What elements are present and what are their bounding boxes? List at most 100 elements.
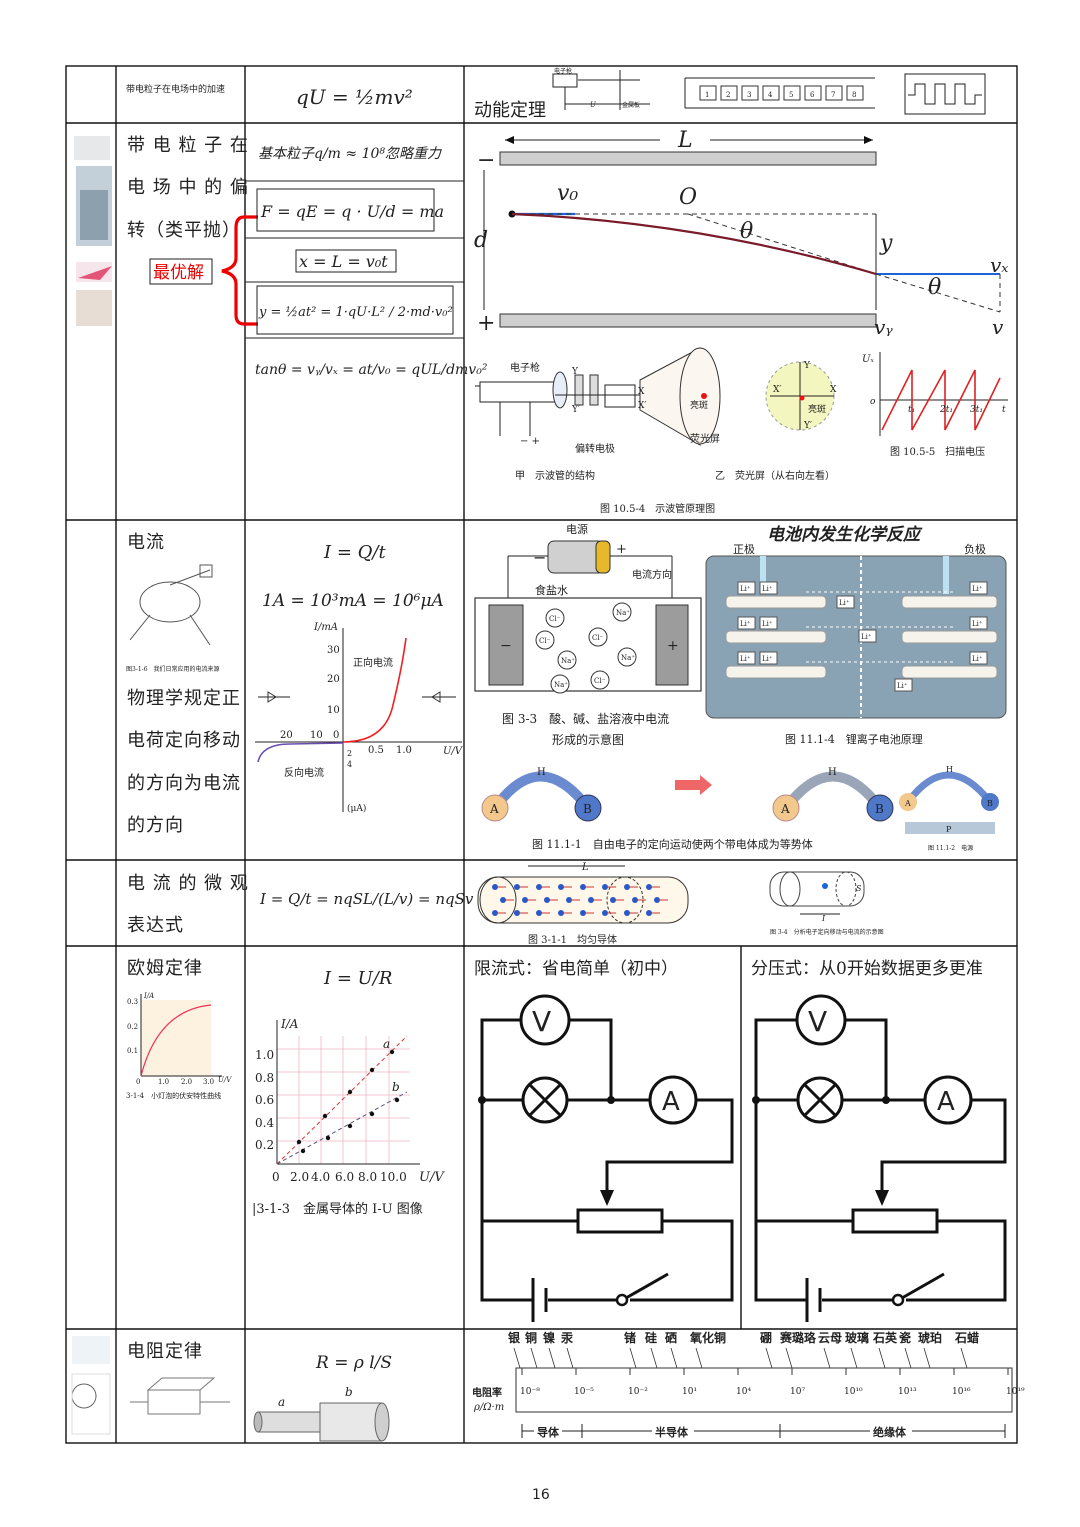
current-def-l3: 的方向为电流	[127, 773, 241, 794]
svg-text:d: d	[474, 228, 488, 253]
svg-text:电流方向: 电流方向	[632, 568, 672, 581]
svg-text:+: +	[667, 638, 679, 654]
electron-dot	[580, 884, 586, 890]
svg-text:0.1: 0.1	[127, 1047, 138, 1055]
uniform-conductor-diagram: L 图 3-1-1 均匀导体	[477, 862, 689, 946]
chloride-ion	[535, 630, 555, 650]
svg-text:V: V	[808, 1005, 827, 1038]
deflect-topic-l1: 带 电 粒 子 在	[127, 135, 249, 156]
svg-text:4.0: 4.0	[311, 1170, 330, 1184]
micro-topic-l2: 表达式	[127, 915, 184, 936]
svg-text:ρ/Ω·m: ρ/Ω·m	[473, 1402, 504, 1413]
material-pointer	[650, 1347, 658, 1369]
svg-text:电池内发生化学反应: 电池内发生化学反应	[767, 525, 923, 545]
material-pointer	[960, 1347, 968, 1369]
electron-dot	[544, 897, 550, 903]
deflect-formula-2-box	[256, 188, 435, 232]
ohm-formula: I = U/R	[323, 968, 392, 989]
data-point-a	[369, 1067, 375, 1073]
svg-text:I: I	[821, 914, 826, 923]
svg-text:4: 4	[347, 760, 352, 769]
rho-tick-label: 10⁻⁸	[520, 1387, 540, 1397]
svg-text:3-1-4 小灯泡的伏安特性曲线: 3-1-4 小灯泡的伏安特性曲线	[126, 1091, 221, 1100]
lithium-ion	[969, 651, 988, 665]
svg-text:−: −	[477, 148, 495, 173]
material-label: 硒	[665, 1331, 677, 1345]
deflect-formula-3-box	[295, 249, 397, 273]
svg-text:O: O	[679, 185, 697, 210]
cathode-plate	[725, 595, 827, 609]
lithium-ion	[737, 616, 756, 630]
svg-text:0.4: 0.4	[255, 1116, 274, 1130]
electron-dot	[646, 910, 652, 916]
svg-text:图 10.5-4 示波管原理图: 图 10.5-4 示波管原理图	[600, 502, 715, 515]
chloride-ion	[590, 670, 610, 690]
svg-text:B: B	[987, 799, 993, 808]
svg-text:a: a	[383, 1037, 390, 1051]
sodium-ion	[550, 674, 570, 694]
electron-dot	[588, 897, 594, 903]
svg-text:B: B	[583, 802, 592, 816]
svg-text:A: A	[489, 802, 499, 816]
lithium-ion	[969, 616, 988, 630]
lithium-ion	[737, 581, 756, 595]
lithium-ion-label: Li⁺	[972, 620, 983, 628]
lithium-ion	[759, 616, 778, 630]
svg-text:U/V: U/V	[443, 746, 464, 757]
svg-text:Uₓ: Uₓ	[862, 354, 874, 365]
frog-caption: 图3-1-6 我们日常应用的电流来源	[126, 665, 220, 673]
material-pointer	[670, 1347, 678, 1369]
svg-text:0: 0	[272, 1170, 280, 1184]
electron-dot	[514, 884, 520, 890]
svg-text:图 3-4 分析电子定向移动与电流的示意图: 图 3-4 分析电子定向移动与电流的示意图	[770, 928, 884, 936]
svg-text:2: 2	[347, 749, 352, 758]
svg-text:θ: θ	[740, 219, 753, 244]
svg-text:(μA): (μA)	[347, 803, 366, 814]
svg-text:荧光屏: 荧光屏	[690, 432, 720, 445]
material-pointer	[566, 1347, 574, 1369]
svg-text:A: A	[904, 799, 911, 808]
material-pointer	[904, 1347, 912, 1369]
svg-text:A: A	[662, 1087, 680, 1117]
anode-plate	[901, 630, 998, 644]
resist-topic: 电阻定律	[127, 1341, 203, 1362]
svg-text:0.6: 0.6	[255, 1093, 274, 1107]
svg-text:a: a	[278, 1395, 285, 1409]
rho-tick-label: 10¹⁹	[1006, 1387, 1025, 1397]
current-topic: 电流	[127, 532, 165, 553]
rho-tick-label: 10⁻⁵	[574, 1387, 594, 1397]
electron-dot	[566, 897, 572, 903]
material-label: 赛璐珞	[779, 1330, 817, 1345]
svg-text:A: A	[937, 1087, 955, 1117]
ion-label: Cl⁻	[594, 677, 606, 685]
svg-text:|3-1-3 金属导体的 I-U 图像: |3-1-3 金属导体的 I-U 图像	[252, 1201, 423, 1217]
ion-label: Cl⁻	[539, 637, 551, 645]
electron-dot	[580, 910, 586, 916]
deflect-topic-l2: 电 场 中 的 偏	[127, 177, 249, 198]
svg-text:图 11.1-1 自由电子的定向运动使两个带电体成为等势体: 图 11.1-1 自由电子的定向运动使两个带电体成为等势体	[532, 837, 813, 851]
material-label: 汞	[560, 1331, 574, 1345]
deflect-photos	[74, 136, 112, 326]
svg-text:2.0: 2.0	[290, 1170, 309, 1184]
material-label: 硅	[645, 1330, 657, 1345]
anode-plate	[901, 665, 998, 679]
electron-dot	[536, 884, 542, 890]
lithium-ion-label: Li⁺	[861, 633, 872, 641]
electron-dot	[536, 910, 542, 916]
svg-text:−: −	[500, 638, 512, 654]
svg-text:0: 0	[136, 1078, 140, 1086]
svg-text:Y: Y	[571, 367, 579, 377]
svg-text:o: o	[870, 397, 876, 407]
svg-text:电子枪: 电子枪	[510, 361, 540, 374]
bulb-iv-curve: I/A U/V 0.3 0.2 0.1 0 1.0 2.0 3.0 3-1-4 …	[126, 992, 232, 1100]
current-formula-2: 1A = 10³mA = 10⁶μA	[262, 591, 444, 611]
ion-label: Na⁺	[561, 657, 575, 665]
lithium-ion-label: Li⁺	[740, 620, 751, 628]
svg-text:1.0: 1.0	[158, 1078, 169, 1086]
svg-text:图 11.1-2 电源: 图 11.1-2 电源	[928, 844, 973, 852]
svg-text:1.0: 1.0	[255, 1048, 274, 1062]
svg-text:图 11.1-4 锂离子电池原理: 图 11.1-4 锂离子电池原理	[785, 732, 923, 746]
svg-text:2t₁: 2t₁	[939, 405, 953, 415]
oscilloscope-diagram: 电子枪 − + 亮斑 X X′ Y Y′ 偏转电极 荧光屏 Y Y′ X′ X …	[475, 347, 837, 515]
